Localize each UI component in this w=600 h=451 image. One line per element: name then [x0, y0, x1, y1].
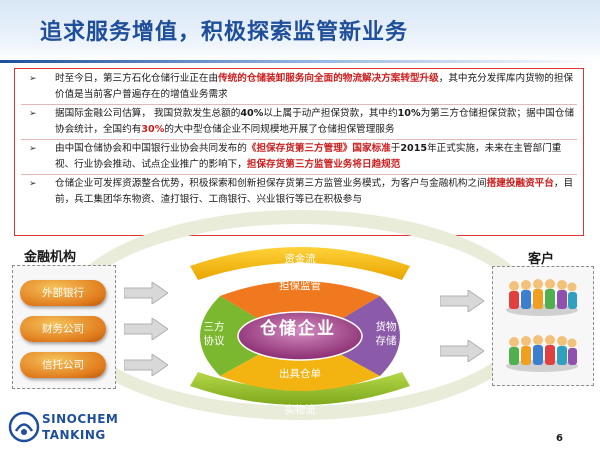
bullet-text-segment: 由中国仓储协会和中国银行业协会共同发布的 — [55, 143, 247, 154]
arrow-right-icon — [124, 282, 168, 304]
bullet-text-segment: 2015 — [400, 143, 428, 154]
bullet-arrow-icon: ➢ — [29, 179, 37, 189]
title-underline — [0, 60, 600, 63]
bullet-arrow-icon: ➢ — [29, 74, 37, 84]
bullet-item: ➢ 时至今日，第三方石化仓储行业正在由传统的仓储装卸服务向全面的物流解决方案转型升… — [21, 71, 577, 103]
bullet-text-segment: 为第三方仓储担保贷款；据中国仓储协会统计，全国约有 — [55, 108, 575, 135]
bullet-text-segment: 于 — [390, 143, 401, 154]
bullet-separator — [21, 104, 577, 105]
logo-text-line1: SINOCHEM — [42, 412, 119, 426]
bullet-text-segment: 据国际金融公司估算， 我国贷款发生总额的 — [55, 108, 241, 119]
header-band — [0, 0, 600, 62]
arrow-right-icon — [124, 354, 168, 376]
bullet-text-segment: 40% — [240, 108, 264, 119]
top-flow-band — [190, 247, 410, 280]
client-section-title: 客户 — [528, 252, 555, 267]
bank-section-title: 金融机构 — [24, 250, 77, 265]
segment-bottom-label: 出具仓单 — [279, 368, 321, 380]
bullet-separator — [21, 139, 577, 140]
bullet-text-segment: 30% — [141, 124, 165, 135]
bullet-text-segment: 《担保存货第三方管理》国家标准 — [246, 143, 391, 154]
bullet-text-segment: 以上属于动产担保贷款，其中约 — [263, 108, 398, 119]
segment-right-label: 货物 存储 — [375, 321, 397, 347]
arrow-right-icon — [440, 290, 484, 312]
bullet-text-segment: 的大中型仓储企业不同规模地开展了仓储担保管理服务 — [164, 124, 395, 135]
page-number: 6 — [556, 433, 563, 444]
bullet-separator — [21, 174, 577, 175]
bank-pill-finance: 财务公司 — [20, 316, 106, 342]
bank-pill-external: 外部银行 — [20, 280, 106, 306]
center-label: 仓储企业 — [260, 319, 336, 339]
bullet-text-segment: ，目前，兵工集团华东物资、渣打银行、工商银行、兴业银行等已在积极参与 — [55, 178, 574, 205]
bullet-text-segment: 传统的仓储装卸服务向全面的物流解决方案转型升级 — [218, 73, 439, 84]
segment-right — [340, 296, 400, 376]
bullet-text-segment: 10% — [397, 108, 421, 119]
bullet-textbox: ➢ 时至今日，第三方石化仓储行业正在由传统的仓储装卸服务向全面的物流解决方案转型升… — [14, 68, 584, 236]
bullet-item: ➢ 仓储企业可发挥资源整合优势，积极探索和创新担保存货第三方监管业务模式，为客户与… — [21, 176, 577, 208]
segment-bottom — [220, 354, 380, 391]
segment-top-label: 担保监管 — [279, 280, 321, 292]
people-group-icon — [506, 335, 578, 372]
bullet-item: ➢ 据国际金融公司估算， 我国贷款发生总额的40%以上属于动产担保贷款，其中约10… — [21, 106, 577, 138]
bullet-text-segment: 担保存货第三方监管业务将日趋规范 — [246, 159, 401, 170]
bullet-text-segment: 仓储企业可发挥资源整合优势，积极探索和创新担保存货第三方监管业务模式，为客户与金… — [55, 178, 487, 189]
bullet-item: ➢ 由中国仓储协会和中国银行业协会共同发布的《担保存货第三方管理》国家标准于201… — [21, 141, 577, 173]
arrow-right-icon — [440, 340, 484, 362]
arrow-right-icon — [124, 318, 168, 340]
segment-left — [200, 296, 260, 376]
center-diagram — [190, 247, 410, 405]
bullet-text-segment: 年正式实施，未来在主管部门重视、行业协会推动、试点企业推广的影响下， — [55, 143, 562, 170]
bullet-text-segment: ，其中充分发挥库内货物的担保价值是当前客户普遍存在的增值业务需求 — [55, 73, 574, 100]
logo-text-line2: TANKING — [42, 428, 106, 442]
bullet-text-segment: 搭建投融资平台 — [486, 178, 554, 189]
segment-top — [220, 281, 380, 320]
bullet-arrow-icon: ➢ — [29, 144, 37, 154]
bullet-text-segment: 时至今日，第三方石化仓储行业正在由 — [55, 73, 219, 84]
bottom-flow-label: 实物流 — [284, 404, 316, 416]
bullet-arrow-icon: ➢ — [29, 109, 37, 119]
page-title: 追求服务增值，积极探索监管新业务 — [40, 20, 409, 45]
bank-pill-trust: 信托公司 — [20, 352, 106, 378]
sinochem-logo-icon — [8, 411, 40, 443]
people-group-icon — [506, 279, 578, 316]
center-ellipse — [237, 311, 363, 361]
segment-left-label: 三方 协议 — [203, 321, 225, 347]
top-flow-label: 资金流 — [284, 253, 316, 265]
bottom-flow-band — [190, 372, 410, 405]
